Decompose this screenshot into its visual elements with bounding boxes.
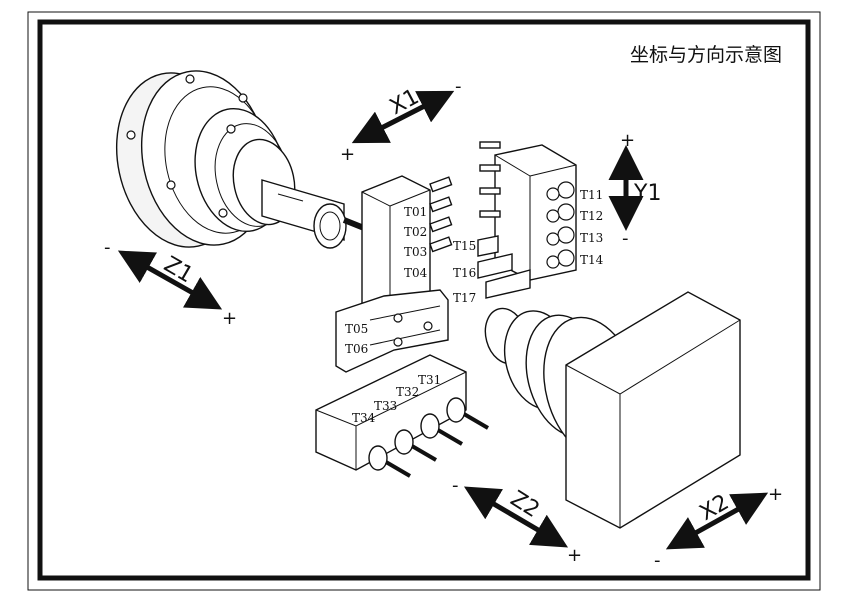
tool-label-t13: T13	[580, 231, 603, 245]
axis-z2-plus: +	[567, 545, 582, 566]
axis-y1: Y1 + -	[608, 130, 661, 249]
tool-label-t11: T11	[580, 188, 603, 202]
tool-label-t16: T16	[453, 266, 476, 280]
tool-label-t17: T17	[453, 291, 476, 305]
axis-label-z1: Z1	[159, 252, 197, 288]
inner-frame	[37, 19, 811, 581]
tool-label-t31: T31	[418, 373, 441, 387]
axis-x1-plus: +	[340, 144, 355, 165]
tool-holder-t05-t06	[335, 289, 449, 373]
tool-block-t31-t34	[315, 354, 490, 478]
diagram-title: 坐标与方向示意图	[630, 44, 782, 66]
spindle-shaft	[261, 179, 376, 249]
axis-x1-minus: -	[455, 76, 462, 97]
axis-z1-plus: +	[222, 308, 237, 329]
axis-y1-plus: +	[620, 130, 635, 151]
tool-label-t03: T03	[404, 245, 427, 259]
axis-label-y1: Y1	[633, 181, 661, 206]
tool-block-t11-t17	[477, 141, 577, 299]
tool-label-t02: T02	[404, 225, 427, 239]
main-spindle	[115, 70, 296, 248]
axis-label-x2: X2	[696, 490, 734, 526]
axis-z1-minus: -	[104, 237, 111, 258]
tool-label-t14: T14	[580, 253, 604, 267]
axis-x2: X2 + -	[654, 484, 783, 571]
outer-frame	[27, 11, 821, 591]
axis-x2-minus: -	[654, 550, 661, 571]
axis-label-z2: Z2	[506, 486, 544, 523]
tool-label-t01: T01	[404, 205, 427, 219]
tool-label-t32: T32	[396, 385, 419, 399]
axis-z2-minus: -	[452, 475, 459, 496]
tool-label-t05: T05	[345, 322, 368, 336]
tool-block-t01-t04	[361, 175, 453, 319]
axis-label-x1: X1	[386, 84, 423, 120]
axis-z2: Z2 - +	[452, 475, 582, 566]
tool-label-t15: T15	[453, 239, 476, 253]
axis-x2-plus: +	[768, 484, 783, 505]
tool-label-t12: T12	[580, 209, 603, 223]
sub-spindle	[484, 291, 741, 529]
axis-x1: X1 - +	[340, 76, 462, 165]
axis-z1: Z1 - +	[104, 237, 237, 329]
tool-label-t33: T33	[374, 399, 397, 413]
tool-label-t34: T34	[352, 411, 376, 425]
tool-label-t06: T06	[345, 342, 368, 356]
tool-label-t04: T04	[404, 266, 428, 280]
axis-y1-minus: -	[622, 228, 629, 249]
